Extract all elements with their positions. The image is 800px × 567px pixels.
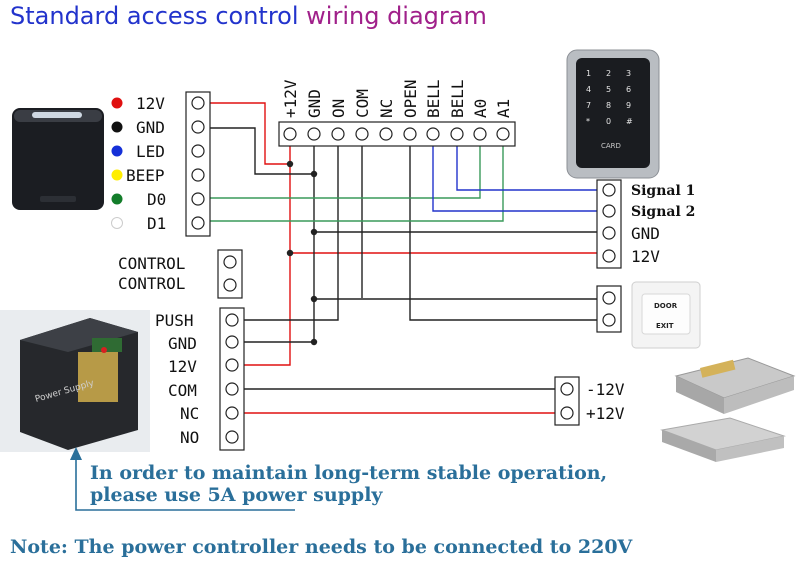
reader-pin-label: D0: [147, 190, 166, 209]
controller-pin-label: OPEN: [401, 79, 420, 118]
note-arrow: [70, 447, 295, 511]
controller-terminal-strip: [278, 121, 516, 147]
exit-button-image: DOOR EXIT: [631, 281, 701, 349]
power-pin-label: GND: [168, 334, 197, 353]
power-terminal-block: [219, 307, 245, 451]
keypad-pin-label: Signal 2: [631, 204, 695, 220]
controller-pin-label: A1: [494, 99, 513, 118]
reader-pin-label: D1: [147, 214, 166, 233]
card-reader-image: [12, 108, 104, 210]
junctions: [286, 160, 318, 346]
reader-pin-labels: 12V GND LED BEEP D0 D1: [111, 94, 166, 233]
svg-text:5: 5: [606, 85, 611, 94]
power-pin-label: PUSH: [155, 311, 194, 330]
wires: [198, 102, 606, 414]
power-note: In order to maintain long-term stable op…: [90, 462, 607, 506]
svg-text:2: 2: [606, 69, 611, 78]
pin-dot: [111, 193, 123, 205]
reader-terminal-block: [185, 91, 211, 237]
reader-pin-label: BEEP: [126, 166, 165, 185]
reader-pin-label: GND: [136, 118, 165, 137]
svg-text:7: 7: [586, 101, 591, 110]
power-pin-label: NO: [180, 428, 199, 447]
svg-text:0: 0: [606, 117, 611, 126]
junction-dot: [286, 249, 294, 257]
power-pin-label: 12V: [168, 357, 197, 376]
pin-dot: [111, 169, 123, 181]
title-part-1: Standard access control: [10, 2, 299, 30]
keypad-pin-label: GND: [631, 224, 660, 243]
lock-pin-label: -12V: [586, 380, 625, 399]
reader-pin-label: 12V: [136, 94, 165, 113]
controller-pin-labels: +12V GND ON COM NC OPEN BELL BELL A0 A1: [281, 79, 513, 118]
keypad-card-label: CARD: [601, 142, 621, 150]
control-pin-label: CONTROL: [118, 274, 185, 293]
controller-pin-label: +12V: [281, 79, 300, 118]
title-part-2: wiring diagram: [306, 2, 487, 30]
pin-dot: [111, 217, 123, 229]
controller-pin-label: NC: [377, 99, 396, 118]
power-note-line-2: please use 5A power supply: [90, 484, 383, 506]
electric-bolt-lock-image: [674, 357, 796, 414]
magnetic-lock-image: [660, 417, 786, 462]
controller-pin-label: GND: [305, 89, 324, 118]
reader-pin-label: LED: [136, 142, 165, 161]
junction-dot: [310, 228, 318, 236]
pin-dot: [111, 97, 123, 109]
controller-pin-label: BELL: [448, 79, 467, 118]
control-pin-label: CONTROL: [118, 254, 185, 273]
footer-note: Note: The power controller needs to be c…: [10, 536, 633, 558]
keypad-pin-label: 12V: [631, 247, 660, 266]
svg-text:#: #: [626, 117, 633, 126]
controller-pin-label: COM: [353, 89, 372, 118]
junction-dot: [310, 295, 318, 303]
exit-button-terminal-block: [596, 285, 622, 333]
svg-text:3: 3: [626, 69, 631, 78]
power-note-line-1: In order to maintain long-term stable op…: [90, 462, 608, 484]
control-block: CONTROL CONTROL: [118, 249, 243, 299]
keypad-terminal-block: Signal 1 Signal 2 GND 12V: [596, 179, 695, 269]
junction-dot: [310, 338, 318, 346]
power-pin-label: COM: [168, 381, 197, 400]
controller-pin-label: ON: [329, 99, 348, 118]
svg-text:1: 1: [586, 69, 591, 78]
svg-text:4: 4: [586, 85, 591, 94]
pin-dot: [111, 121, 123, 133]
lock-terminal-block: -12V +12V: [554, 376, 625, 426]
junction-dot: [310, 170, 318, 178]
svg-text:8: 8: [606, 101, 611, 110]
keypad-pin-label: Signal 1: [631, 183, 695, 199]
exit-button-line2: EXIT: [656, 322, 674, 330]
power-pin-label: NC: [180, 404, 199, 423]
lock-pin-label: +12V: [586, 404, 625, 423]
controller-pin-label: BELL: [424, 79, 443, 118]
controller-pin-label: A0: [471, 99, 490, 118]
svg-text:9: 9: [626, 101, 631, 110]
keypad-image: 1 2 3 4 5 6 7 8 9 * 0 # CARD: [566, 49, 660, 179]
junction-dot: [286, 160, 294, 168]
page-title: Standard access control wiring diagram: [10, 2, 487, 30]
svg-text:6: 6: [626, 85, 631, 94]
pin-dot: [111, 145, 123, 157]
power-supply-image: Power Supply: [0, 310, 150, 452]
svg-text:*: *: [586, 117, 590, 126]
exit-button-line1: DOOR: [654, 302, 678, 310]
power-pin-labels: PUSH GND 12V COM NC NO: [155, 311, 199, 447]
